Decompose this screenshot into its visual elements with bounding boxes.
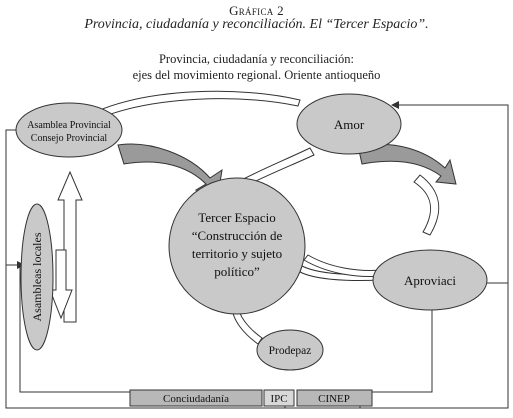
node-tercer-espacio: Tercer Espacio “Construcción de territor… [168, 177, 306, 315]
asamblea-provincial-label-2: Consejo Provincial [31, 133, 108, 144]
node-aproviaci: Aproviaci [372, 249, 488, 311]
arrow-asamblea-to-amor [94, 90, 301, 119]
node-asamblea-provincial: Asamblea Provincial Consejo Provincial [15, 102, 123, 158]
diagram-subtitle-line-2: ejes del movimiento regional. Oriente an… [132, 68, 381, 82]
diagram-subtitle-line-1: Provincia, ciudadanía y reconciliación: [158, 52, 355, 66]
ipc-label: IPC [270, 393, 287, 405]
bottom-bar: Conciudadanía IPC CINEP [129, 389, 373, 407]
node-prodepaz: Prodepaz [256, 329, 324, 371]
asamblea-provincial-label-1: Asamblea Provincial [27, 120, 111, 131]
conciudadania-label: Conciudadanía [163, 393, 229, 405]
cinep-box [296, 389, 373, 407]
conciudadania-box [129, 389, 263, 407]
aproviaci-label: Aproviaci [404, 273, 456, 288]
amor-label: Amor [334, 117, 365, 132]
node-asambleas-locales: Asambleas locales [20, 203, 54, 351]
tercer-espacio-line-1: Tercer Espacio [198, 210, 275, 225]
tercer-espacio-line-4: político” [214, 264, 260, 279]
tercer-espacio-line-3: territorio y sujeto [192, 246, 282, 261]
vertical-double-arrow [49, 170, 83, 323]
figure-title: Provincia, ciudadanía y reconciliación. … [84, 17, 429, 32]
filled-arrows [117, 143, 457, 196]
tercer-espacio-line-2: “Construcción de [192, 228, 283, 243]
arrow-amor-to-aproviaci [357, 143, 457, 185]
asambleas-locales-label: Asambleas locales [30, 232, 44, 321]
ipc-box [263, 389, 295, 407]
node-amor: Amor [296, 93, 402, 155]
cinep-label: CINEP [318, 393, 350, 405]
arrow-to-aproviaci [413, 174, 440, 236]
figure-label: Gráfica 2 [229, 3, 284, 18]
prodepaz-label: Prodepaz [269, 345, 312, 357]
